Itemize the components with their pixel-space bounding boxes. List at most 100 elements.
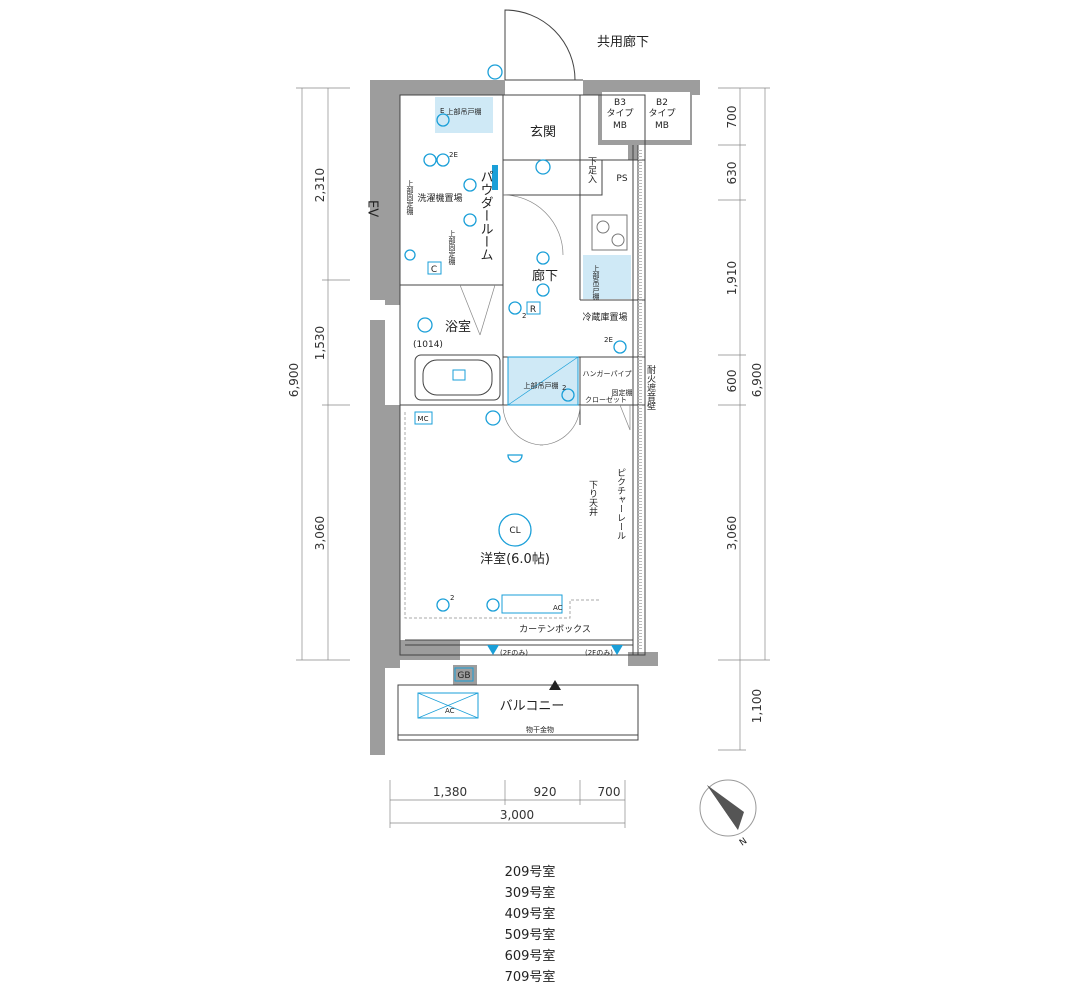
c-mark: C: [431, 265, 437, 275]
ceiling-light-icon: [535, 159, 551, 175]
upper-cabinet-kitchen: 上部吊戸棚: [592, 264, 600, 301]
outlet-icon: [613, 340, 627, 354]
t-outlet-icon: [485, 410, 501, 426]
closet-label: クローゼット: [585, 395, 627, 404]
dim-bottom-total: 3,000: [500, 808, 534, 822]
western-room-label: 洋室(6.0帖): [480, 551, 550, 567]
outlet-icon: [436, 598, 450, 612]
room-labels: 共用廊下 玄関 PS 下足入 B3 タイプ MB B2 タイプ MB EV パウ…: [365, 34, 676, 734]
dim-bottom-3: 700: [598, 785, 621, 799]
outlet-icon: [508, 301, 522, 315]
downlight-icon: [463, 213, 477, 227]
stove-icon: [591, 214, 628, 251]
mark-2a: 2: [522, 312, 526, 320]
picture-rail-label: ピクチャーレール: [615, 468, 626, 540]
mark-2b: 2: [562, 384, 566, 392]
dim-balcony: 1,100: [750, 689, 764, 723]
drying-hardware-label: 物干金物: [526, 725, 554, 734]
ceiling-light-icon: [498, 513, 532, 547]
fixed-shelf-label: 固定棚: [612, 388, 633, 397]
only-2f-right: (2Fのみ): [585, 649, 613, 657]
dim-left-total: 6,900: [287, 363, 301, 397]
downlight-icon: [436, 113, 450, 127]
dim-right-2: 630: [725, 162, 739, 185]
fireproof-wall-label: 耐火遮音壁: [645, 364, 656, 410]
downlight-icon: [536, 251, 550, 265]
dimension-lines: [296, 87, 770, 828]
ac-room-mark: AC: [553, 604, 563, 612]
balcony-label: バルコニー: [500, 699, 565, 714]
unit-number: 309号室: [504, 886, 556, 901]
dimension-values: 2,310 1,530 3,060 6,900 700 630 1,910 60…: [287, 106, 764, 822]
balcony-arrow-icon: [549, 680, 561, 690]
bath-label: 浴室: [445, 319, 471, 335]
corridor-label: 共用廊下: [597, 34, 649, 50]
sensor-icon: [507, 454, 523, 463]
mark-2c: 2: [450, 594, 454, 602]
mirror-light-icon: [492, 165, 498, 190]
bath-light-icon: [417, 317, 433, 333]
b3-type: B3: [614, 98, 626, 108]
r-mark: R: [530, 305, 536, 315]
b3-sub: タイプ: [606, 108, 633, 119]
unit-number-list: 209号室 309号室 409号室 509号室 609号室 709号室: [470, 862, 590, 988]
dim-bottom-2: 920: [534, 785, 557, 799]
downlight-icon: [436, 153, 450, 167]
unit-number: 609号室: [504, 949, 556, 964]
mark-2e-fridge: 2E: [604, 336, 613, 344]
upper-cabinet-hall: 上部吊戸棚: [524, 381, 559, 390]
ev-label: EV: [365, 200, 380, 217]
upper-fixed-1: 上部固定棚: [406, 179, 414, 216]
dim-right-3: 1,910: [725, 261, 739, 295]
downlight-icon: [536, 283, 550, 297]
upper-shelf-top: 上部吊戸棚: [447, 107, 482, 116]
e-mark: E: [440, 107, 444, 115]
unit-number: 709号室: [504, 970, 556, 985]
dim-left-2: 1,530: [313, 326, 327, 360]
gb-mark: GB: [457, 671, 470, 681]
hallway-label: 廊下: [532, 268, 558, 284]
bath-size: (1014): [413, 340, 443, 350]
upper-fixed-2: 上部固定棚: [448, 229, 456, 266]
walls: [370, 80, 700, 755]
mc-mark: MC: [418, 415, 429, 423]
shoe-box-label: 下足入: [586, 157, 597, 184]
powder-room-label: パウダールーム: [478, 170, 494, 261]
downlight-icon: [463, 178, 477, 192]
curtain-box-label: カーテンボックス: [519, 624, 591, 635]
b2-sub: タイプ: [648, 108, 675, 119]
compass: N: [699, 779, 757, 848]
b2-mb: MB: [655, 121, 669, 131]
floor-plan: R C MC GB CL E 2E 2E 2 2 2 AC AC 共用廊下 玄関…: [287, 9, 770, 848]
ac-balcony-mark: AC: [445, 707, 455, 715]
b2-type: B2: [656, 98, 668, 108]
washer-label: 洗濯機置場: [417, 192, 462, 204]
dim-bottom-1: 1,380: [433, 785, 467, 799]
hanger-label: ハンガーパイプ: [583, 369, 632, 378]
entrance-label: 玄関: [530, 125, 556, 140]
outlet-icon: [561, 388, 575, 402]
dim-left-1: 2,310: [313, 168, 327, 202]
lowered-ceiling-label: 下り天井: [587, 480, 598, 517]
cabinets: [417, 97, 631, 719]
b3-mb: MB: [613, 121, 627, 131]
dim-left-3: 3,060: [313, 516, 327, 550]
unit-number: 509号室: [504, 928, 556, 943]
mark-2e-top: 2E: [449, 151, 458, 159]
north-label: N: [738, 836, 749, 848]
faucet-icon: [404, 249, 416, 261]
bath-vent-icon: [452, 369, 466, 381]
room-outlines: [397, 9, 646, 741]
vent-icon: [611, 645, 623, 655]
dim-right-total: 6,900: [750, 363, 764, 397]
fridge-label: 冷蔵庫置場: [582, 311, 627, 323]
fixture-symbols: [404, 64, 628, 690]
unit-number: 209号室: [504, 865, 556, 880]
vent-icon: [487, 645, 499, 655]
ps-label: PS: [616, 174, 627, 184]
outlet-icon: [486, 598, 500, 612]
unit-number: 409号室: [504, 907, 556, 922]
dim-right-4: 600: [725, 370, 739, 393]
dim-right-5: 3,060: [725, 516, 739, 550]
t-outlet-icon: [487, 64, 503, 80]
